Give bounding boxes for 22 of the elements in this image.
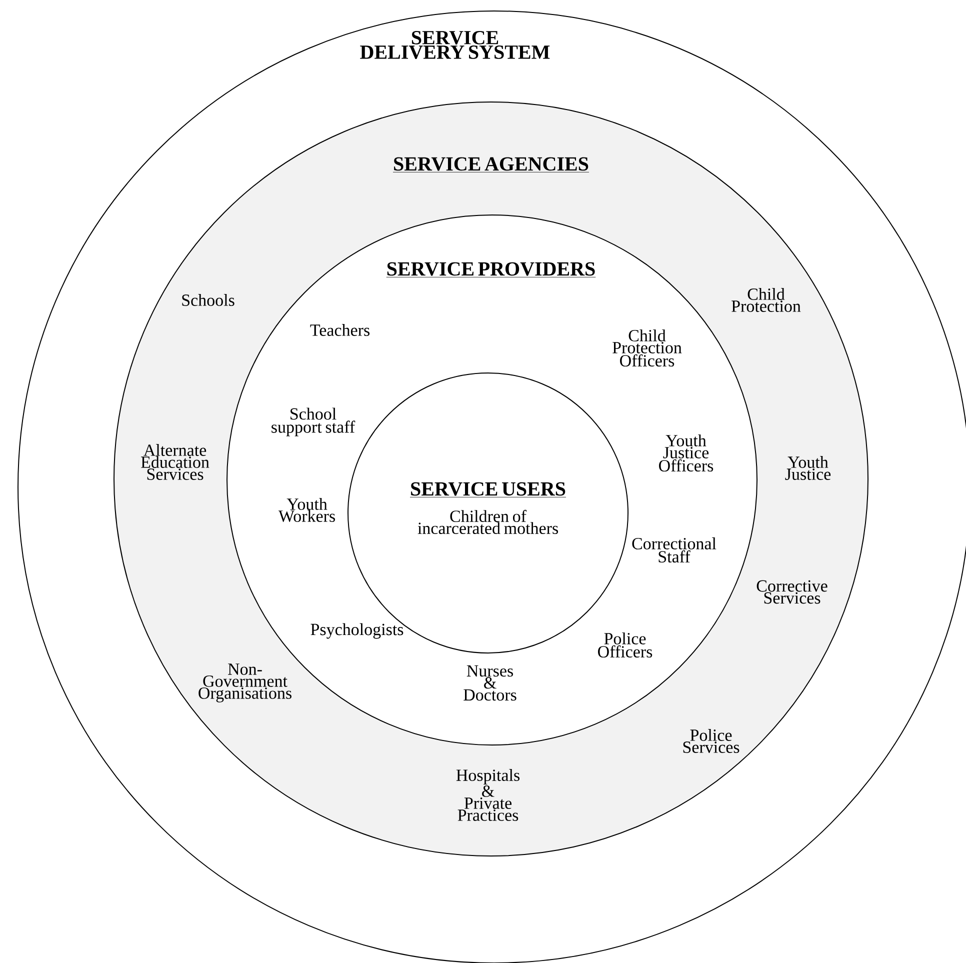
role-label: Hospitals & Private Practices	[456, 769, 520, 821]
role-label: School support staff	[272, 408, 356, 436]
heading: SERVICE DELIVERY SYSTEM	[360, 30, 550, 60]
role-label: Nurses & Doctors	[464, 665, 516, 701]
heading: SERVICE PROVIDERS	[386, 262, 596, 278]
role-label: Youth Justice	[785, 456, 831, 480]
role-label: Child Protection	[732, 288, 801, 312]
role-label: Schools	[182, 294, 234, 306]
role-label: Corrective Services	[756, 580, 828, 604]
role-label: Youth Workers	[278, 498, 335, 522]
role-label: Non-Government Organisations	[198, 664, 292, 702]
subtitle: Children of incarcerated mothers	[418, 510, 558, 534]
role-label: Child Protection Officers	[612, 329, 682, 367]
heading: SERVICE AGENCIES	[392, 157, 590, 172]
role-label: Teachers	[310, 324, 370, 336]
heading: SERVICE USERS	[410, 482, 566, 498]
role-label: Psychologists	[310, 623, 404, 639]
role-label: Police Officers	[598, 632, 652, 658]
role-label: Youth Justice Officers	[659, 434, 714, 472]
role-label: Police Services	[683, 729, 740, 753]
role-label: Correctional Staff	[632, 537, 716, 563]
role-label: Alternate Education Services	[141, 444, 210, 480]
